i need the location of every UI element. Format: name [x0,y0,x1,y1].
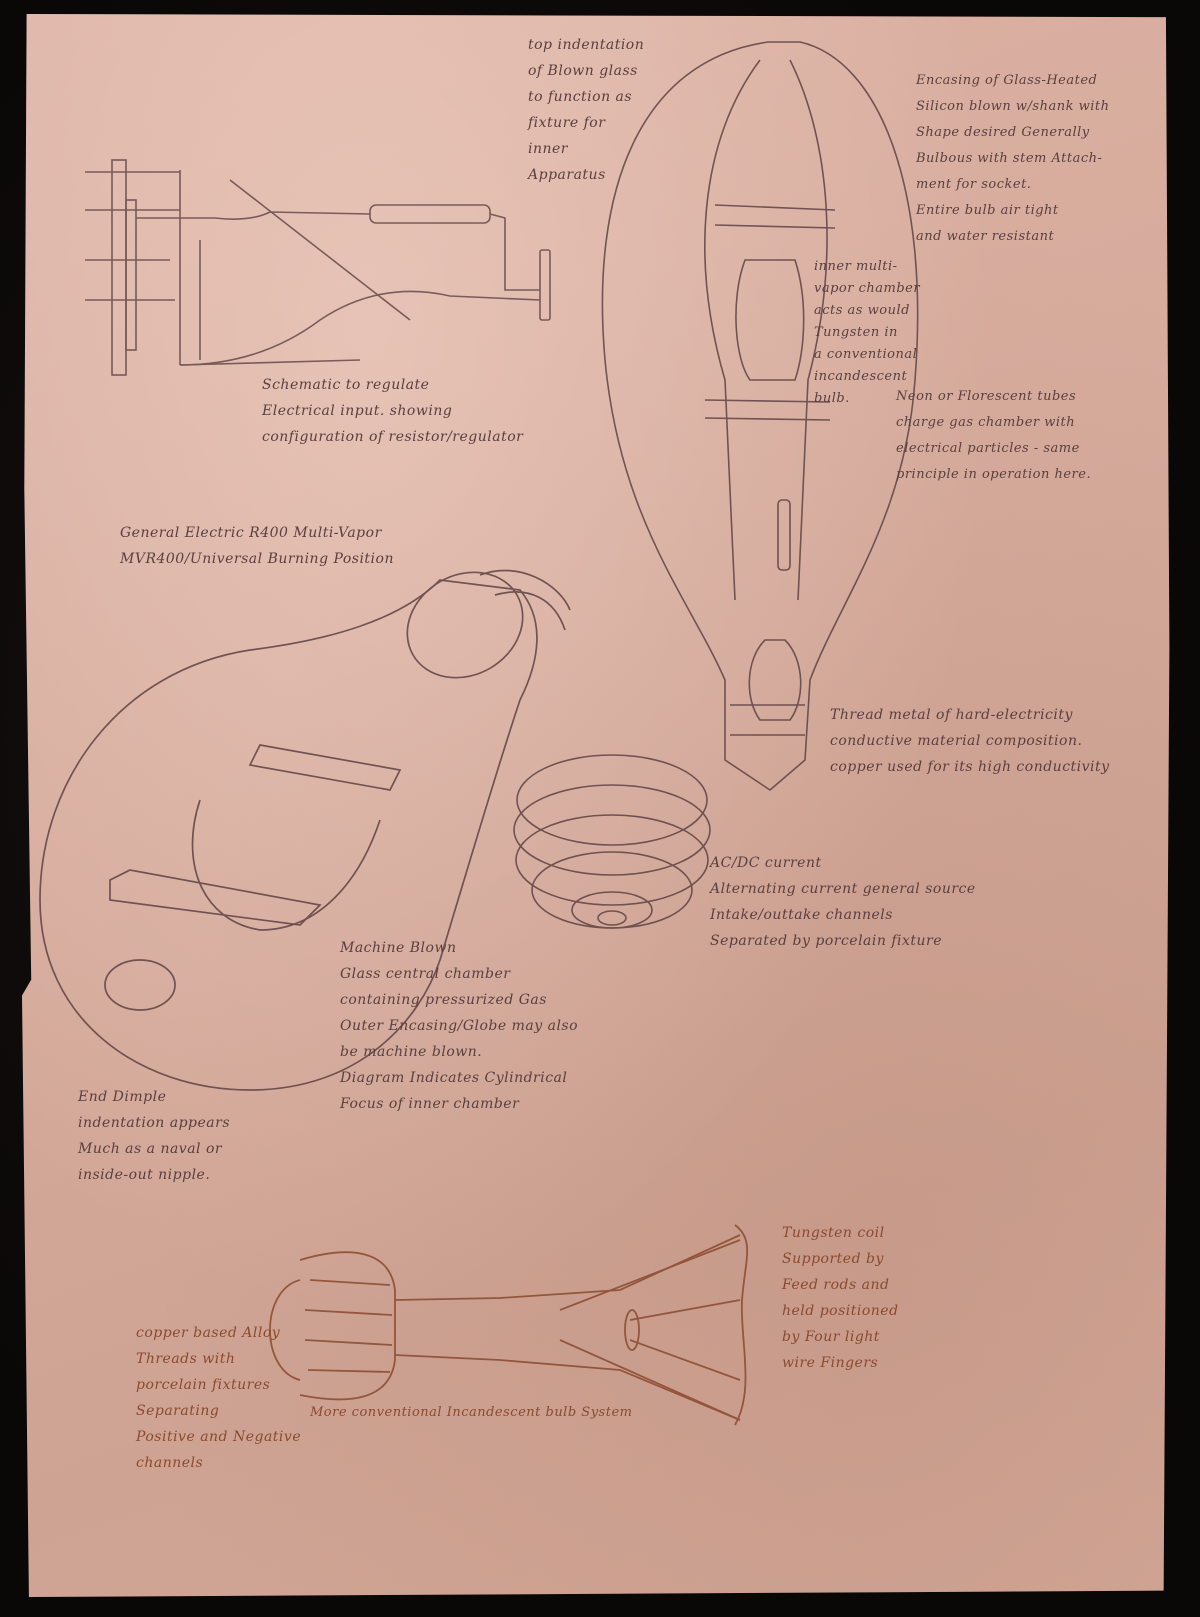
note-conventional: More conventional Incandescent bulb Syst… [310,1405,633,1420]
tilted-bulb-drawing [39,569,571,1091]
note-tungsten-coil: Tungsten coil Supported by Feed rods and… [782,1225,899,1371]
note-end-dimple: End Dimple indentation appears Much as a… [78,1089,231,1183]
note-inner-chamber: inner multi- vapor chamber acts as would… [814,259,921,406]
screw-base-drawing [513,754,711,929]
upright-bulb-drawing [601,41,919,792]
sketch-paper [22,14,1170,1597]
note-machine-blown: Machine Blown Glass central chamber cont… [340,940,579,1112]
note-thread-metal: Thread metal of hard-electricity conduct… [830,707,1110,775]
note-encasing: Encasing of Glass-Heated Silicon blown w… [916,73,1110,244]
schematic-drawing [85,159,551,376]
note-neon: Neon or Florescent tubes charge gas cham… [896,389,1092,482]
note-acdc: AC/DC current Alternating current genera… [710,855,976,949]
incandescent-bulb-drawing [269,1224,749,1426]
note-schematic: Schematic to regulate Electrical input. … [262,377,524,445]
note-copper-alloy: copper based Alloy Threads with porcelai… [136,1325,302,1471]
note-top-indentation: top indentation of Blown glass to functi… [528,37,645,183]
note-general-electric: General Electric R400 Multi-Vapor MVR400… [120,525,394,567]
